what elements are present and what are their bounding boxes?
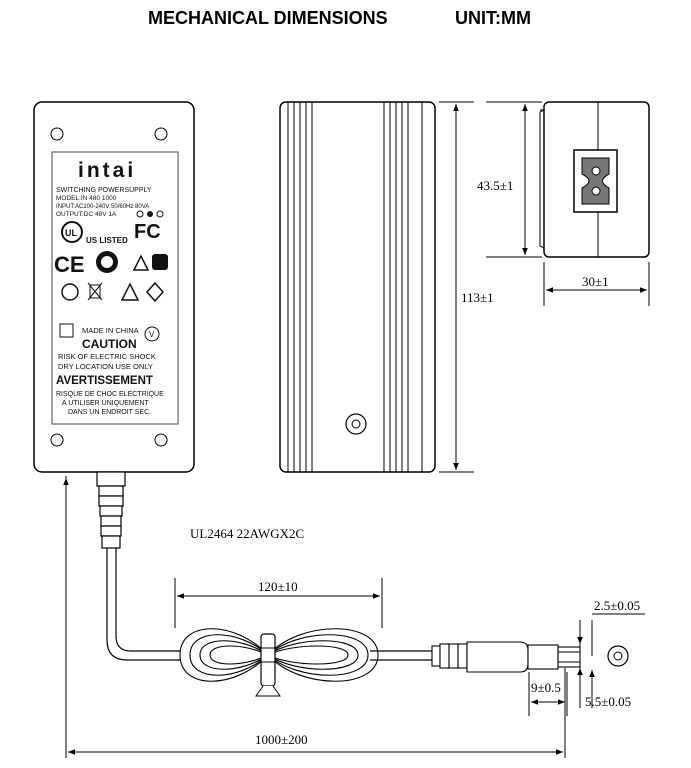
cable bbox=[106, 548, 432, 661]
french-line: A UTILISER UNIQUEMENT bbox=[62, 400, 149, 407]
warning-line: DRY LOCATION USE ONLY bbox=[58, 362, 153, 371]
side-screw-icon bbox=[345, 413, 367, 435]
dim-width: 30±1 bbox=[582, 274, 609, 289]
ce-icon: CE bbox=[54, 252, 85, 277]
dc-plug bbox=[431, 641, 581, 673]
adapter-end-view bbox=[539, 101, 650, 258]
brand-logo: intai bbox=[78, 159, 136, 182]
weee-bin-icon bbox=[87, 282, 103, 301]
dim-plug-length: 9±0.5 bbox=[531, 680, 561, 695]
efficiency-v-icon: V bbox=[144, 326, 160, 342]
svg-text:UL: UL bbox=[65, 228, 77, 238]
unit-label: UNIT:MM bbox=[455, 8, 531, 28]
french-line: RISQUE DE CHOC ELECTRIQUE bbox=[56, 391, 164, 398]
french-line: DANS UN ENDROIT SEC. bbox=[68, 409, 151, 416]
ul-listed-icon: UL bbox=[61, 221, 83, 243]
adapter-side-view bbox=[279, 101, 436, 473]
dim-coil-length: 120±10 bbox=[258, 579, 298, 594]
screw-hole-icon bbox=[50, 127, 64, 141]
fcc-icon: FC bbox=[134, 221, 161, 243]
dim-socket-height: 43.5±1 bbox=[477, 178, 513, 193]
dim-plug-inner: 2.5±0.05 bbox=[594, 598, 640, 613]
triangle-mark-icon bbox=[120, 282, 140, 301]
avertissement-heading: AVERTISSEMENT bbox=[56, 375, 153, 387]
made-in-label: MADE IN CHINA bbox=[82, 326, 139, 335]
psb-mark-icon bbox=[152, 254, 168, 270]
safety-triangle-icon bbox=[132, 254, 150, 271]
warning-line: RISK OF ELECTRIC SHOCK bbox=[58, 352, 156, 361]
double-insulation-icon bbox=[59, 323, 74, 338]
screw-hole-icon bbox=[154, 127, 168, 141]
label-spec-line: MODEL:IN 480 1000 bbox=[56, 195, 117, 202]
cable-type-label: UL2464 22AWGX2C bbox=[190, 526, 304, 541]
plug-end-view-icon bbox=[607, 645, 629, 667]
screw-hole-icon bbox=[154, 433, 168, 447]
diamond-mark-icon bbox=[145, 281, 165, 303]
cable-coil bbox=[179, 628, 379, 682]
cable-tie bbox=[255, 633, 281, 697]
label-spec-line: INPUT:AC100-240V 50/60Hz 80VA bbox=[56, 204, 149, 210]
caution-heading: CAUTION bbox=[82, 337, 137, 351]
ul-listed-text: US LISTED bbox=[86, 236, 128, 245]
ac-inlet-icon bbox=[573, 149, 618, 213]
adapter-front-view: intai SWITCHING POWERSUPPLY MODEL:IN 480… bbox=[33, 101, 195, 473]
drawing-title: MECHANICAL DIMENSIONS bbox=[148, 8, 388, 28]
c-tick-icon bbox=[96, 251, 118, 273]
dim-plug-outer: 5.5±0.05 bbox=[585, 694, 631, 709]
dim-length: 113±1 bbox=[461, 290, 494, 305]
screw-hole-icon bbox=[50, 433, 64, 447]
cert-mark-icon bbox=[61, 283, 79, 301]
dim-cable-length: 1000±200 bbox=[255, 732, 308, 747]
svg-text:V: V bbox=[149, 330, 155, 339]
label-spec-line: OUTPUT:DC 48V 1A bbox=[56, 211, 117, 218]
strain-relief bbox=[96, 471, 126, 549]
dc-polarity-icon bbox=[136, 210, 164, 218]
label-spec-line: SWITCHING POWERSUPPLY bbox=[56, 187, 152, 194]
